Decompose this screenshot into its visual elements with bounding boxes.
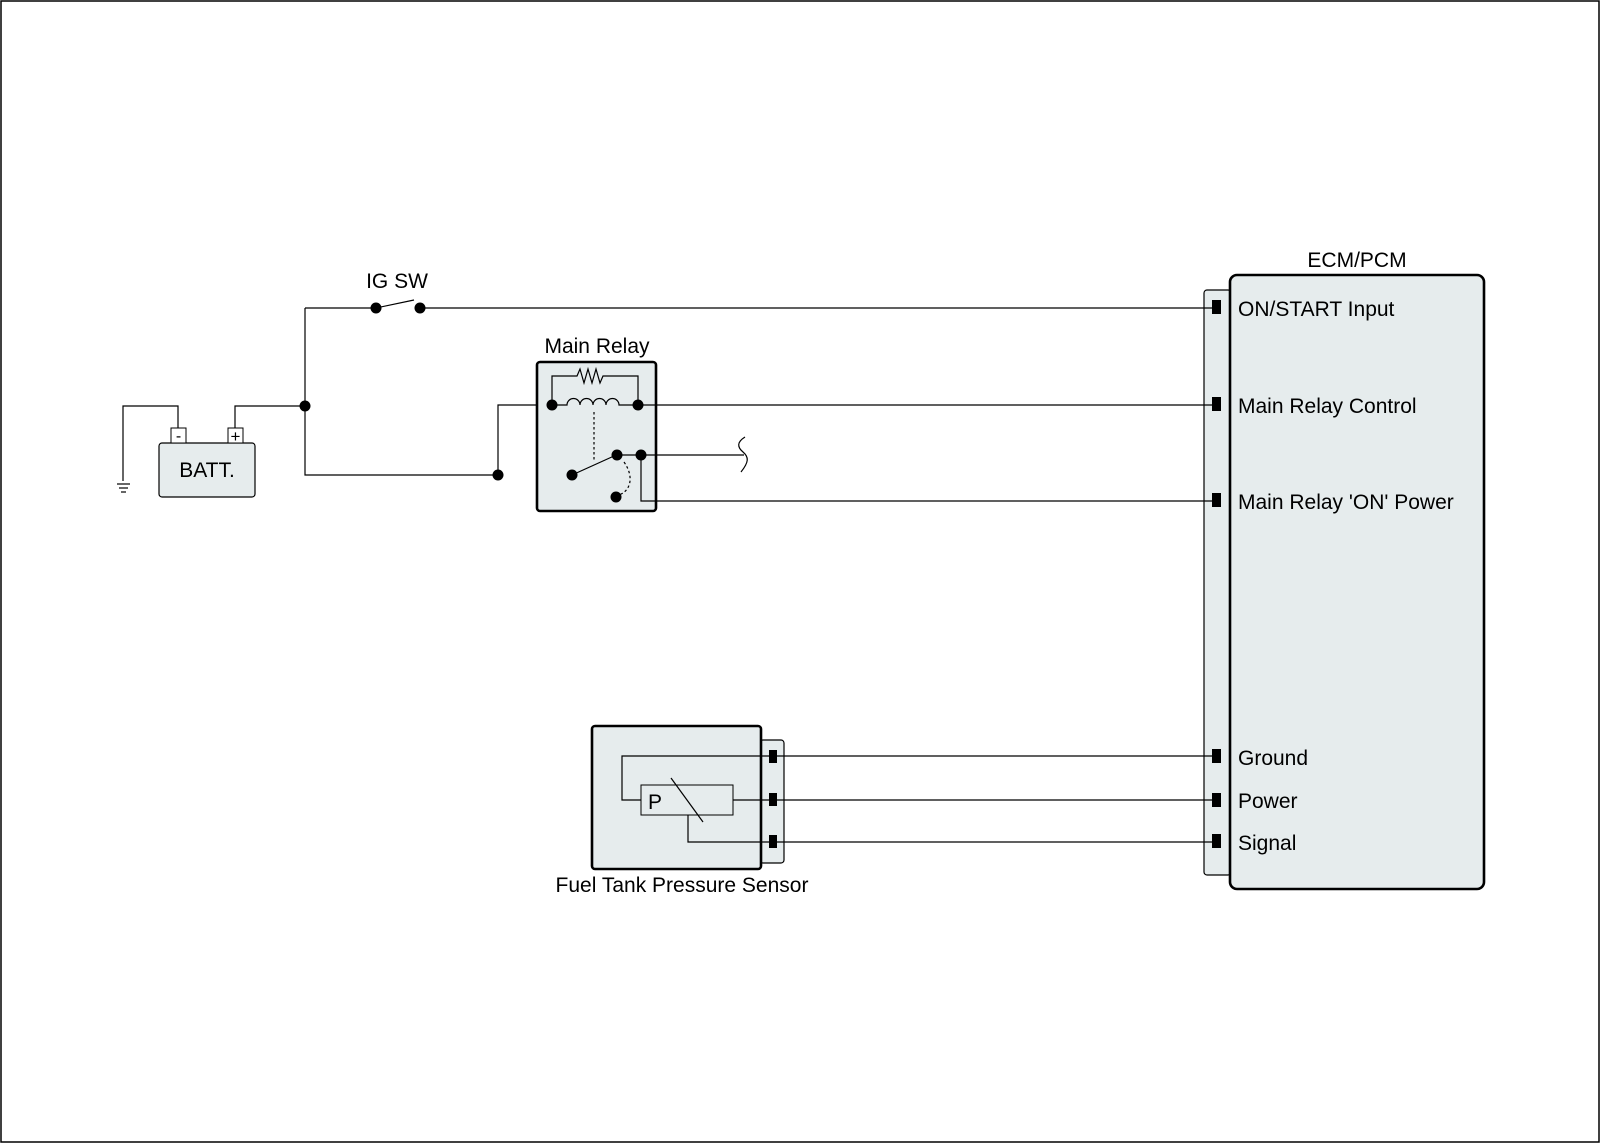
fuel-tank-pressure-sensor: P Fuel Tank Pressure Sensor [556,724,809,897]
ecm-connector-strip [1203,289,1232,876]
sensor-pin-3 [769,835,777,848]
variable-arrow-icon [670,777,704,823]
ig-switch: IG SW [305,270,428,314]
sensor-symbol: P [648,791,662,814]
ground-symbol [117,405,179,493]
sensor-pin-2 [769,793,777,806]
ecm-pcm: ECM/PCM ON/START Input Main Relay Contro… [1203,249,1486,891]
relay-coil-icon [552,397,638,406]
battery-body [158,442,256,498]
main-relay-label: Main Relay [544,335,650,358]
battery-negative-sign: - [176,428,181,445]
label-main-relay-on-power: Main Relay 'ON' Power [1238,491,1454,514]
pin-main-relay-on-power [1212,493,1221,507]
main-relay: Main Relay [535,335,658,513]
battery-label: BATT. [179,459,235,482]
wire-break-icon [738,436,748,473]
label-signal: Signal [1238,832,1296,855]
pin-power [1212,793,1221,807]
ig-switch-label: IG SW [366,270,428,293]
battery-positive-sign: + [231,427,241,446]
pin-signal [1212,834,1221,848]
label-power: Power [1238,790,1298,813]
label-ground: Ground [1238,747,1308,770]
junction-battery [299,400,311,412]
sensor-label: Fuel Tank Pressure Sensor [556,874,809,897]
pin-ground [1212,749,1221,763]
sensor-pin-1 [769,750,777,763]
wire-main-relay-on-power [640,455,1212,502]
pin-main-relay-control [1212,397,1221,411]
battery: - + BATT. [158,427,256,498]
battery-feed-wire [234,308,552,476]
pin-on-start-input [1212,300,1221,314]
ecm-title: ECM/PCM [1307,249,1406,272]
junction-relay-feed [492,469,504,481]
ecm-body [1228,273,1486,891]
label-main-relay-control: Main Relay Control [1238,395,1417,418]
label-on-start-input: ON/START Input [1238,298,1395,321]
